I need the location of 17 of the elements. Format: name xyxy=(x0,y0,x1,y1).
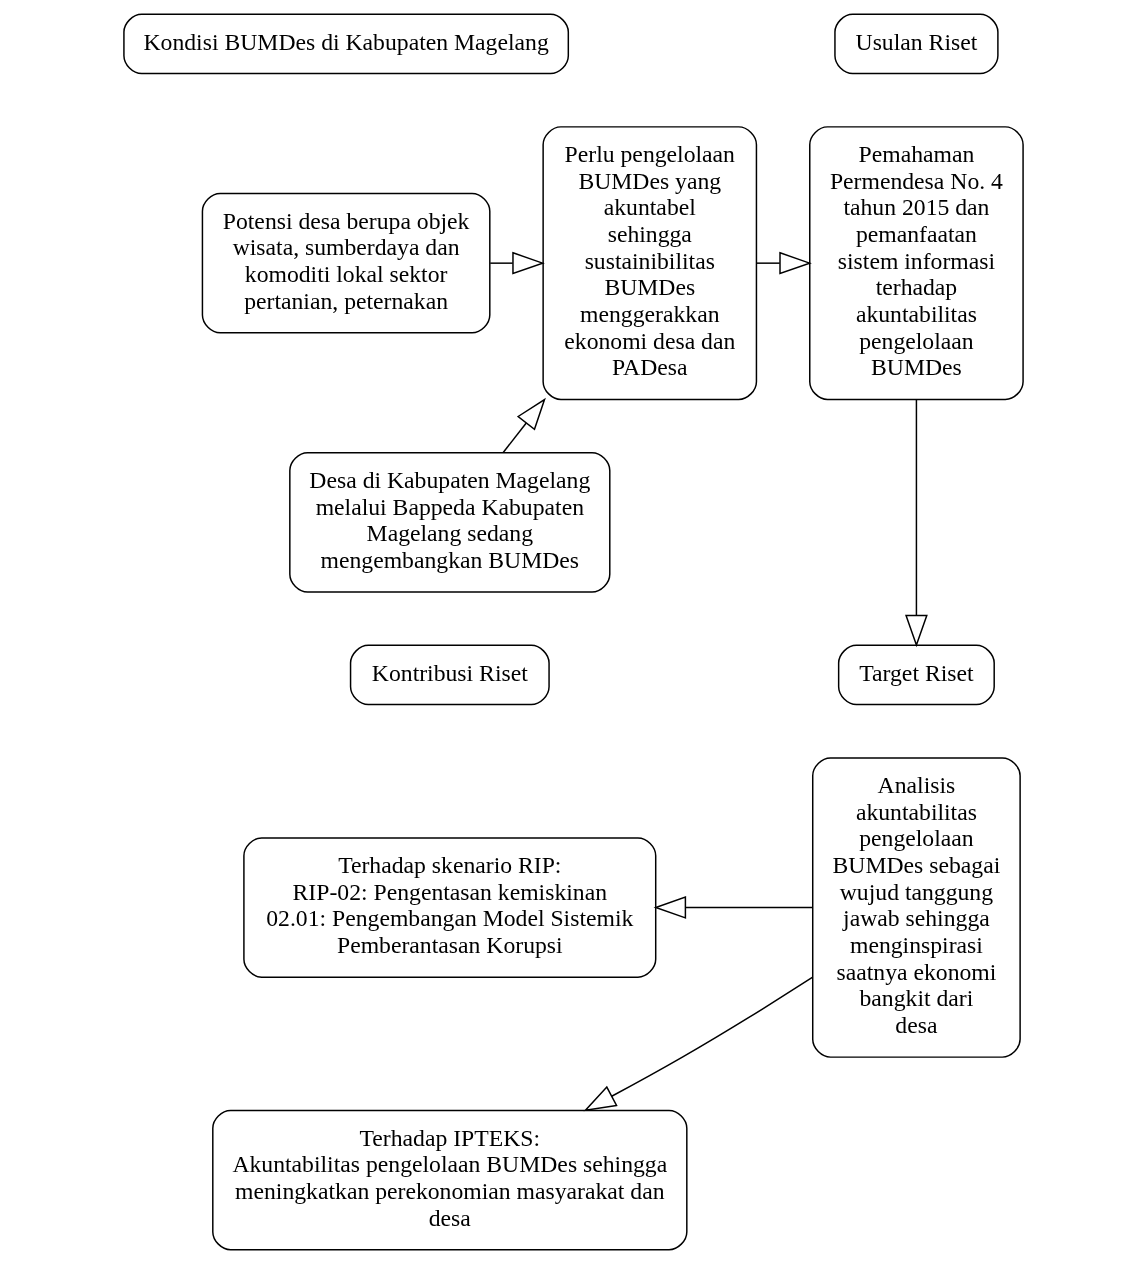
arrow xyxy=(653,896,814,919)
node-box: Desa di Kabupaten Magelang melalui Bappeda Kabupaten Magelang sedang mengembangkan BUMDes xyxy=(289,452,611,593)
arrow xyxy=(583,976,814,1112)
arrow xyxy=(489,251,545,275)
node-box: Terhadap skenario RIP: RIP-02: Pengentasan kemiskinan 02.01: Pengembangan Model Sistemik Pemberantasan Korupsi xyxy=(243,837,657,978)
node-box: Analisis akuntabilitas pengelolaan BUMDes sebagai wujud tanggung jawab sehingga menginspirasi saatnya ekonomi bangkit dari desa xyxy=(812,757,1021,1058)
node-box: Potensi desa berupa objek wisata, sumberdaya dan komoditi lokal sektor pertanian, peternakan xyxy=(201,192,491,334)
arrow xyxy=(502,397,546,454)
node-box: Usulan Riset xyxy=(834,13,999,75)
arrow xyxy=(755,251,812,275)
node-box: Pemahaman Permendesa No. 4 tahun 2015 dan pemanfaatan sistem informasi terhadap akuntabilitas pengelolaan BUMDes xyxy=(809,126,1024,401)
node-box: Kondisi BUMDes di Kabupaten Magelang xyxy=(123,13,570,75)
node-box: Terhadap IPTEKS: Akuntabilitas pengelolaan BUMDes sehingga meningkatkan perekonomian masyarakat dan desa xyxy=(212,1109,688,1251)
node-box: Target Riset xyxy=(837,644,995,706)
arrow xyxy=(905,398,928,648)
node-box: Perlu pengelolaan BUMDes yang akuntabel sehingga sustainibilitas BUMDes menggerakkan ekonomi desa dan PADesa xyxy=(542,126,758,401)
node-box: Kontribusi Riset xyxy=(349,644,550,706)
